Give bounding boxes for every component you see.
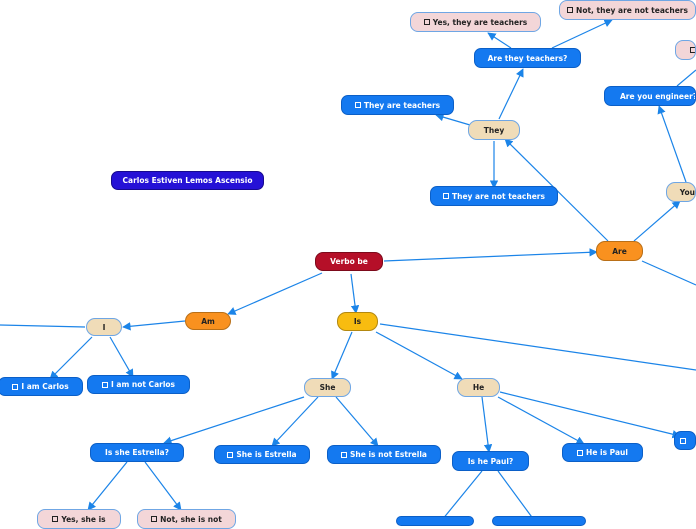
you-answer-offscreen-node[interactable] — [675, 40, 696, 60]
checkbox-icon[interactable] — [101, 381, 108, 388]
i-am-carlos-label: I am Carlos — [21, 382, 69, 391]
i-node[interactable]: I — [86, 318, 122, 336]
he-paul-yes-node[interactable] — [396, 516, 474, 526]
edge-they-to-question — [498, 68, 524, 120]
he-is-paul-node[interactable]: He is Paul — [562, 443, 643, 462]
i-label: I — [102, 322, 106, 332]
checkbox-icon[interactable] — [52, 516, 59, 522]
are-they-teachers-node[interactable]: Are they teachers? — [474, 48, 581, 68]
is-he-paul-label: Is he Paul? — [467, 456, 514, 466]
they-no-answer-label: Not, they are not teachers — [576, 5, 688, 15]
is-label: Is — [353, 317, 362, 326]
edge-root-to-am — [227, 272, 323, 315]
they-yes-answer-label: Yes, they are teachers — [432, 17, 528, 27]
edge-you-question-to-offscreen — [676, 69, 696, 87]
root-node-verbo-be[interactable]: Verbo be — [315, 252, 383, 271]
edge-he-to-he-is — [497, 396, 585, 445]
am-label: Am — [201, 316, 215, 326]
he-paul-no-node[interactable] — [492, 516, 586, 526]
root-label: Verbo be — [330, 257, 368, 266]
they-are-teachers-label: They are teachers — [363, 100, 441, 110]
edge-are-to-you — [633, 200, 681, 242]
edge-he-to-question — [481, 396, 493, 453]
edge-is-to-she — [331, 331, 353, 380]
he-is-paul-label: He is Paul — [586, 448, 628, 457]
you-label: You — [679, 187, 695, 197]
are-label: Are — [612, 246, 627, 256]
is-node[interactable]: Is — [337, 312, 378, 331]
edge-they-question-to-no — [551, 19, 613, 49]
edge-he-question-to-no — [497, 470, 535, 520]
edge-he-to-offscreen — [499, 391, 681, 439]
she-no-answer-node[interactable]: Not, she is not — [137, 509, 236, 529]
edge-i-to-i-am — [49, 336, 93, 380]
she-no-answer-label: Not, she is not — [160, 514, 222, 524]
are-you-engineer-label: Are you engineer? — [620, 91, 696, 101]
is-he-paul-node[interactable]: Is he Paul? — [452, 451, 529, 471]
checkbox-icon[interactable] — [443, 193, 450, 199]
checkbox-icon[interactable] — [577, 449, 584, 456]
is-she-estrella-label: Is she Estrella? — [105, 448, 169, 457]
edge-she-question-to-no — [144, 461, 182, 511]
i-am-carlos-node[interactable]: I am Carlos — [0, 377, 83, 396]
she-is-estrella-node[interactable]: She is Estrella — [214, 445, 310, 464]
checkbox-icon[interactable] — [227, 451, 234, 458]
they-yes-answer-node[interactable]: Yes, they are teachers — [410, 12, 541, 32]
checkbox-icon[interactable] — [423, 19, 430, 25]
they-node[interactable]: They — [468, 120, 520, 140]
he-offscreen-node[interactable] — [674, 431, 696, 450]
edge-she-to-she-is-not — [335, 396, 379, 447]
checkbox-icon[interactable] — [354, 102, 361, 108]
edge-they-question-to-yes — [487, 32, 512, 49]
author-title-label: Carlos Estiven Lemos Ascensio — [122, 176, 253, 185]
checkbox-icon[interactable] — [12, 383, 19, 390]
she-is-not-estrella-node[interactable]: She is not Estrella — [327, 445, 441, 464]
he-label: He — [472, 383, 485, 392]
are-node[interactable]: Are — [596, 241, 643, 261]
are-they-teachers-label: Are they teachers? — [487, 53, 568, 63]
edge-she-question-to-yes — [87, 461, 128, 511]
edge-root-to-are — [383, 248, 598, 262]
edge-you-to-question — [657, 105, 687, 183]
they-are-teachers-node[interactable]: They are teachers — [341, 95, 454, 115]
she-node[interactable]: She — [304, 378, 351, 397]
she-is-estrella-label: She is Estrella — [236, 450, 297, 459]
checkbox-icon[interactable] — [680, 437, 686, 444]
they-are-not-teachers-node[interactable]: They are not teachers — [430, 186, 558, 206]
checkbox-icon[interactable] — [690, 47, 695, 53]
edge-is-to-offscreen — [379, 323, 696, 371]
edge-is-to-he — [375, 331, 463, 380]
she-yes-answer-node[interactable]: Yes, she is — [37, 509, 121, 529]
i-am-not-carlos-label: I am not Carlos — [110, 380, 176, 389]
checkbox-icon[interactable] — [151, 516, 158, 522]
checkbox-icon[interactable] — [567, 7, 574, 13]
they-are-not-teachers-label: They are not teachers — [452, 191, 545, 201]
edge-he-question-to-yes — [441, 470, 483, 520]
are-you-engineer-node[interactable]: Are you engineer? — [604, 86, 696, 106]
edge-i-to-i-am-not — [109, 336, 134, 378]
she-is-not-estrella-label: She is not Estrella — [350, 450, 427, 459]
checkbox-icon[interactable] — [341, 451, 348, 458]
they-no-answer-node[interactable]: Not, they are not teachers — [559, 0, 696, 20]
she-label: She — [319, 383, 336, 392]
edge-she-to-she-is — [271, 396, 319, 447]
i-am-not-carlos-node[interactable]: I am not Carlos — [87, 375, 190, 394]
author-title[interactable]: Carlos Estiven Lemos Ascensio — [111, 171, 264, 190]
they-label: They — [483, 125, 505, 135]
edge-she-to-question — [163, 396, 305, 445]
edge-root-to-is — [350, 273, 360, 314]
edge-i-to-offscreen — [0, 324, 86, 328]
she-yes-answer-label: Yes, she is — [61, 514, 106, 524]
edge-are-to-offscreen — [641, 260, 696, 286]
edge-they-to-they-are — [435, 113, 471, 126]
am-node[interactable]: Am — [185, 312, 231, 330]
he-node[interactable]: He — [457, 378, 500, 397]
you-node[interactable]: You — [666, 182, 696, 202]
edge-am-to-i — [122, 320, 186, 331]
is-she-estrella-node[interactable]: Is she Estrella? — [90, 443, 184, 462]
